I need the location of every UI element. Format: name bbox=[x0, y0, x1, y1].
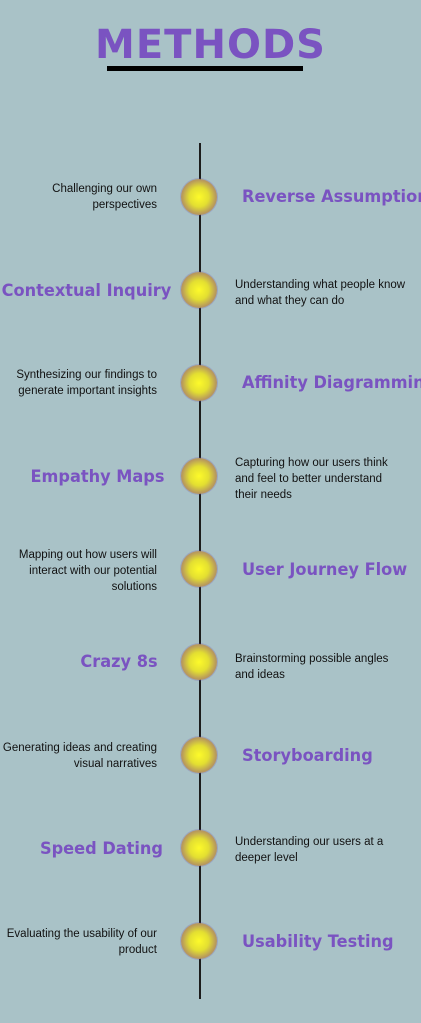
method-title: Usability Testing bbox=[242, 932, 394, 951]
timeline-node bbox=[181, 644, 217, 680]
timeline-node bbox=[181, 551, 217, 587]
method-title: Contextual Inquiry bbox=[1, 281, 172, 300]
method-description: Synthesizing our findings to generate im… bbox=[16, 369, 157, 397]
method-title: Storyboarding bbox=[242, 746, 373, 765]
timeline-node bbox=[181, 458, 217, 494]
method-description: Mapping out how users will interact with… bbox=[18, 549, 157, 593]
timeline-node bbox=[181, 923, 217, 959]
method-title: User Journey Flow bbox=[242, 560, 408, 579]
timeline-node bbox=[181, 737, 217, 773]
method-title: Empathy Maps bbox=[30, 467, 165, 486]
method-description: Generating ideas and creating visual nar… bbox=[2, 742, 157, 770]
page-title: METHODS bbox=[95, 22, 326, 68]
timeline-node bbox=[181, 179, 217, 215]
timeline-node bbox=[181, 830, 217, 866]
method-title: Reverse Assumptions bbox=[242, 187, 421, 206]
timeline-node bbox=[181, 272, 217, 308]
method-description: Understanding our users at a deeper leve… bbox=[235, 836, 384, 864]
method-description: Understanding what people know and what … bbox=[235, 279, 406, 307]
method-description: Brainstorming possible angles and ideas bbox=[235, 653, 389, 681]
method-title: Affinity Diagramming bbox=[242, 373, 421, 392]
method-description: Evaluating the usability of our product bbox=[6, 928, 157, 956]
timeline-node bbox=[181, 365, 217, 401]
title-underline bbox=[107, 66, 303, 71]
method-title: Speed Dating bbox=[39, 839, 164, 858]
method-description: Capturing how our users think and feel t… bbox=[235, 457, 388, 501]
method-description: Challenging our own perspectives bbox=[52, 183, 157, 211]
method-title: Crazy 8s bbox=[80, 652, 158, 671]
